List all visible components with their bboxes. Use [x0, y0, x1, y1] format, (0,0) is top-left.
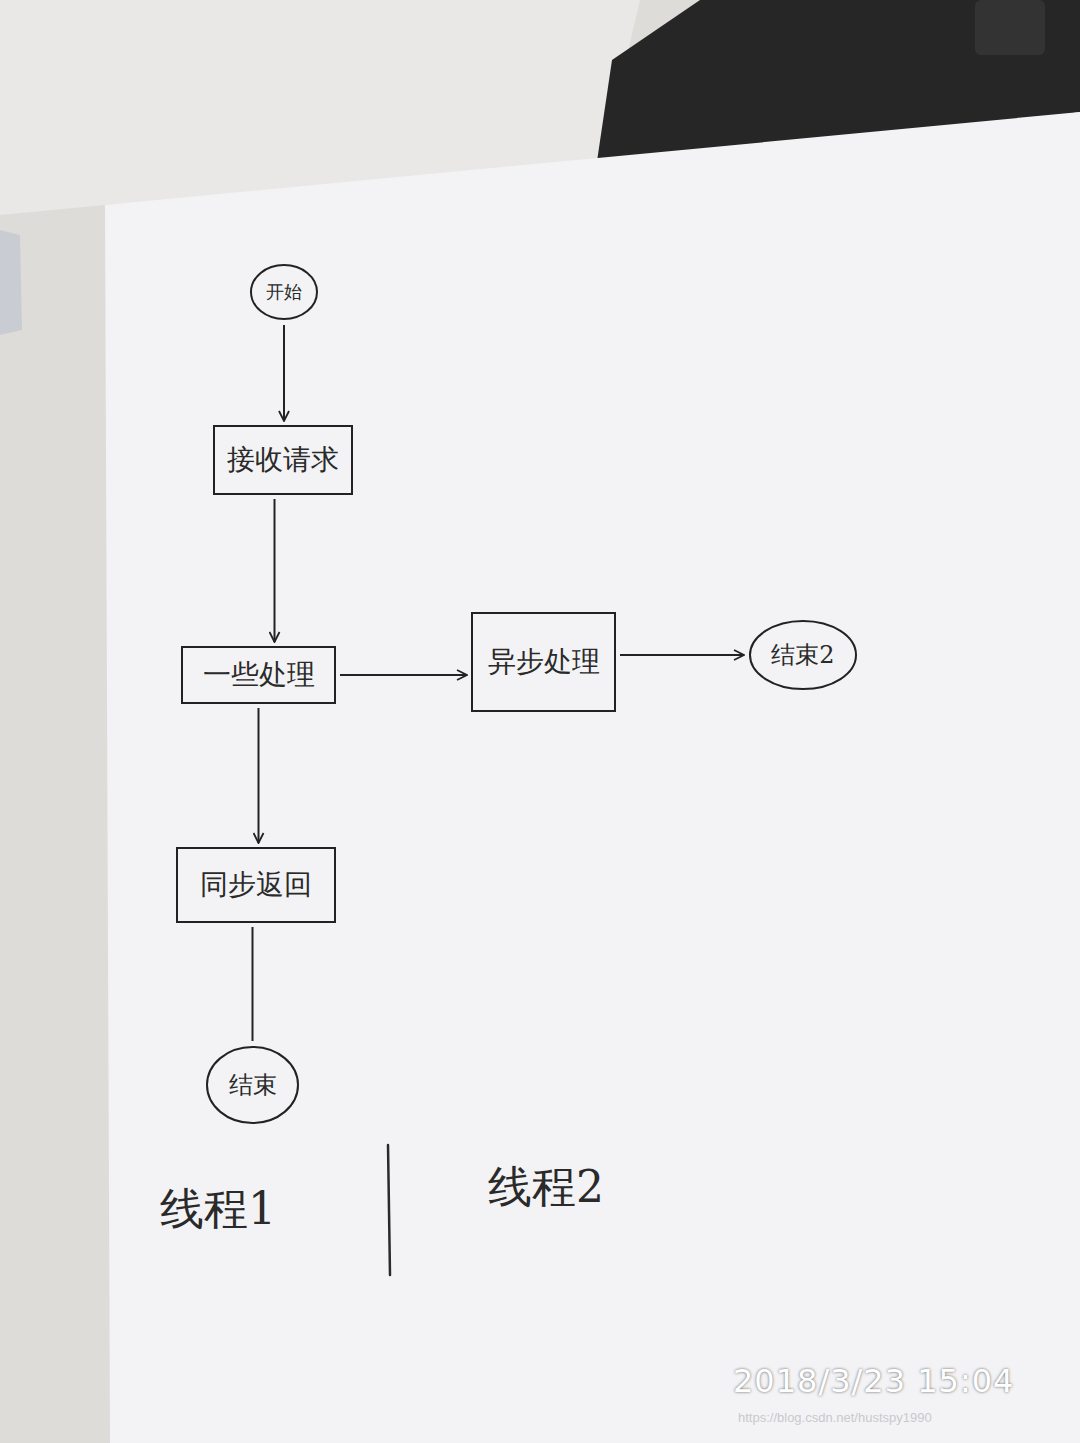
watermark: https://blog.csdn.net/hustspy1990: [738, 1410, 932, 1425]
node-text: 同步返回: [200, 866, 312, 904]
photo-timestamp: 2018/3/23 15:04: [733, 1362, 1014, 1400]
end-circle: 结束: [205, 1045, 300, 1125]
process-box: 接收请求: [213, 425, 353, 495]
flow-arrow: [620, 654, 744, 656]
process-box: 异步处理: [471, 612, 616, 712]
node-text: 结束2: [771, 639, 834, 671]
process-box: 同步返回: [176, 847, 336, 923]
node-text: 接收请求: [227, 441, 339, 479]
thread-label: 线程1: [160, 1180, 276, 1239]
paper-sheet: [105, 112, 1080, 1443]
keyboard-key: [975, 0, 1045, 55]
flow-arrow: [258, 708, 260, 843]
node-text: 一些处理: [203, 656, 315, 694]
node-text: 异步处理: [488, 643, 600, 681]
thread-label: 线程2: [488, 1158, 604, 1217]
flow-arrow: [274, 499, 276, 642]
node-text: 结束: [229, 1069, 277, 1101]
object-edge: [0, 230, 22, 335]
node-text: 开始: [266, 280, 302, 304]
flow-arrow: [252, 927, 254, 1041]
start-circle: 开始: [249, 263, 319, 321]
end-circle: 结束2: [748, 619, 858, 691]
flow-arrow: [283, 325, 285, 421]
process-box: 一些处理: [181, 646, 336, 704]
thread-divider: [388, 1145, 390, 1275]
flow-arrow: [340, 674, 467, 676]
